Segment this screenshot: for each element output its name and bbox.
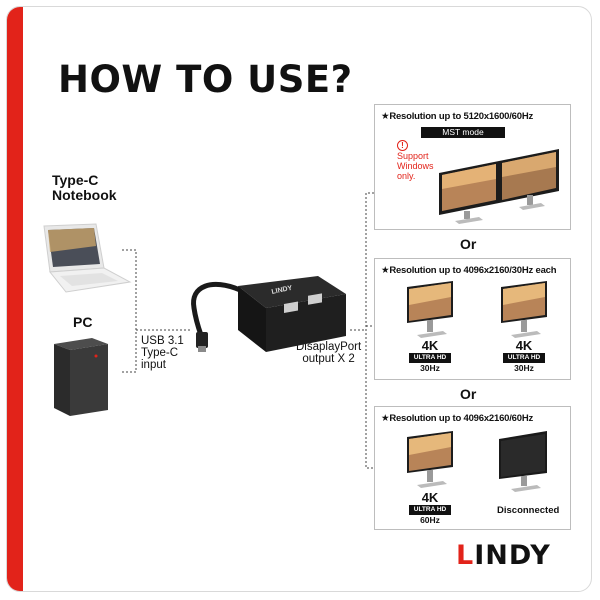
monitor-image-right (501, 281, 547, 338)
panel-mst-mode: ★Resolution up to 5120x1600/60Hz MST mod… (374, 104, 571, 230)
warning-text: Support Windows only. (397, 151, 434, 181)
logo-first-letter: L (456, 540, 475, 571)
windows-only-warning: ! Support Windows only. (397, 140, 434, 181)
svg-text:LINDY: LINDY (271, 285, 293, 296)
dual-monitor-image (439, 149, 559, 224)
input-label: USB 3.1 Type-C input (141, 335, 184, 371)
laptop-icon (43, 223, 132, 293)
notebook-label: Type-C Notebook (52, 172, 117, 203)
or-separator-2: Or (460, 386, 477, 402)
disconnected-label: Disconnected (497, 505, 560, 516)
red-accent-bar (7, 7, 23, 591)
panel-1-title: ★Resolution up to 5120x1600/60Hz (381, 111, 534, 122)
monitor-image-connected (407, 431, 453, 488)
4k-badge-right: 4K ULTRA HD 30Hz (501, 339, 547, 374)
4k-badge-left: 4K ULTRA HD 30Hz (407, 339, 453, 374)
pc-label: PC (73, 314, 93, 330)
logo-rest: INDY (474, 540, 551, 571)
mst-mode-badge: MST mode (421, 127, 505, 138)
panel-4k-60hz: ★Resolution up to 4096x2160/60Hz 4K ULTR… (374, 406, 571, 530)
pc-tower-icon (54, 338, 108, 416)
page-title: HOW TO USE? (58, 58, 353, 101)
usb-c-adapter-image: LINDY (191, 276, 346, 352)
or-separator-1: Or (460, 236, 477, 252)
output-label: DisaplayPort output X 2 (296, 341, 362, 365)
panel-2-title: ★Resolution up to 4096x2160/30Hz each (381, 265, 557, 276)
lindy-logo: LINDY (456, 540, 551, 571)
monitor-image-left (407, 281, 453, 338)
warning-icon: ! (397, 140, 408, 151)
panel-4k-30hz-each: ★Resolution up to 4096x2160/30Hz each 4K… (374, 258, 571, 380)
monitor-image-off (499, 431, 547, 492)
panel-3-title: ★Resolution up to 4096x2160/60Hz (381, 413, 534, 424)
adapter-logo-text: LINDY (271, 285, 293, 296)
4k-badge-60hz: 4K ULTRA HD 60Hz (407, 491, 453, 526)
